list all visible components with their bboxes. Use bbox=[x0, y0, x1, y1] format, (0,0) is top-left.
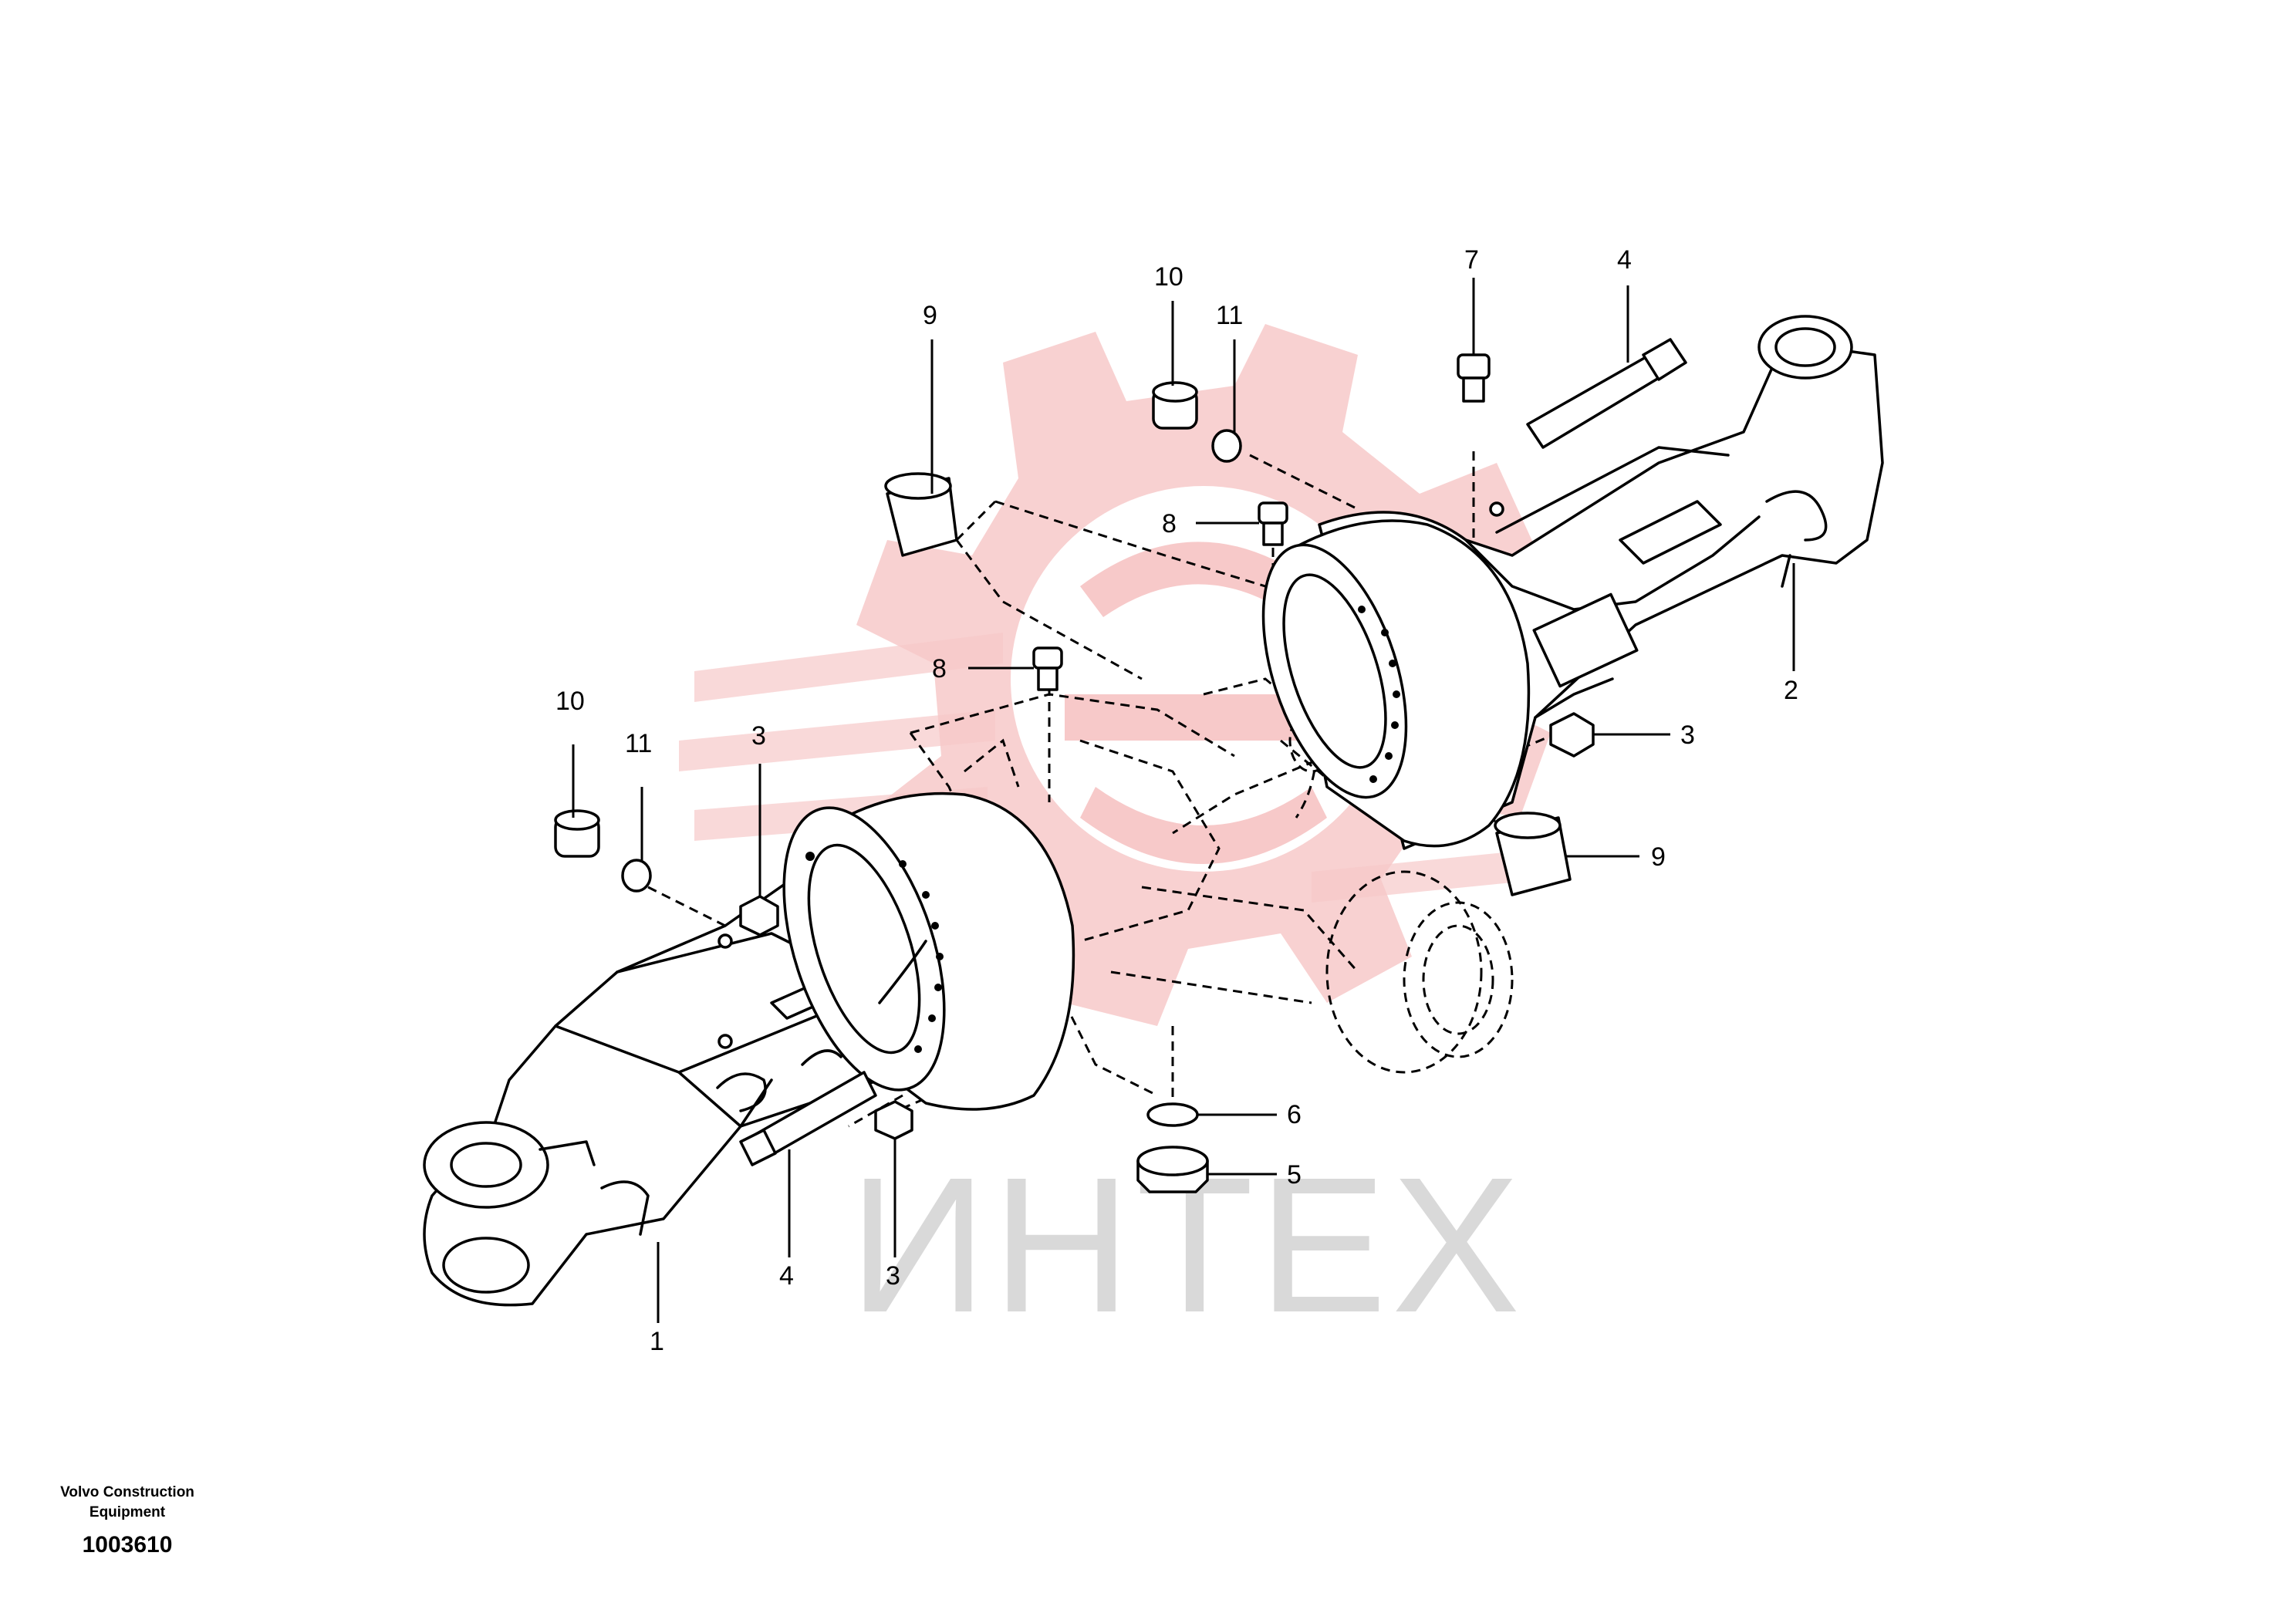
breather-8-top bbox=[1258, 501, 1288, 546]
callout-3-bottom: 3 bbox=[886, 1261, 900, 1291]
nut-right bbox=[1549, 712, 1595, 758]
footer-company-name: Volvo Construction Equipment bbox=[60, 1484, 194, 1520]
breather-8-mid bbox=[1032, 646, 1063, 691]
callout-3-left: 3 bbox=[751, 721, 766, 751]
o-ring-top bbox=[1211, 429, 1242, 463]
callout-11-left: 11 bbox=[625, 729, 652, 758]
plug-top bbox=[1152, 381, 1198, 430]
callout-6: 6 bbox=[1287, 1100, 1302, 1129]
left-hub-drum bbox=[782, 791, 1075, 1111]
nut-bottom bbox=[874, 1100, 913, 1140]
footer-drawing-number: 1003610 bbox=[82, 1532, 173, 1558]
callout-10-top: 10 bbox=[1154, 262, 1183, 292]
drain-plug-5 bbox=[1136, 1146, 1209, 1193]
right-hub-drum bbox=[1261, 519, 1531, 848]
bolt-top bbox=[1526, 338, 1687, 449]
bolt-bottom bbox=[739, 1071, 877, 1166]
bushing-top bbox=[884, 472, 958, 557]
o-ring-left bbox=[621, 859, 652, 893]
callout-8-top: 8 bbox=[1162, 509, 1177, 538]
breather-7 bbox=[1457, 353, 1491, 403]
callout-8-mid: 8 bbox=[932, 654, 947, 683]
callout-3-right: 3 bbox=[1680, 721, 1695, 750]
bushing-right bbox=[1494, 812, 1572, 896]
seal-ring-6 bbox=[1146, 1102, 1199, 1127]
callout-4-top: 4 bbox=[1617, 245, 1632, 275]
callout-4-bottom: 4 bbox=[779, 1261, 794, 1291]
plug-left bbox=[554, 809, 600, 858]
callout-labels: 9 10 11 7 4 8 2 8 3 9 10 11 3 6 5 1 4 3 bbox=[555, 245, 1798, 1356]
callout-10-left: 10 bbox=[555, 687, 585, 716]
callout-5: 5 bbox=[1287, 1160, 1302, 1190]
differential-housing-hidden bbox=[909, 500, 1514, 1097]
callout-2: 2 bbox=[1784, 676, 1798, 705]
callout-7: 7 bbox=[1464, 245, 1479, 275]
callout-leaders bbox=[572, 278, 1795, 1323]
nut-left bbox=[739, 895, 779, 937]
callout-11-top: 11 bbox=[1216, 301, 1243, 330]
callout-9-top: 9 bbox=[923, 301, 937, 330]
callout-9-right: 9 bbox=[1651, 842, 1666, 872]
callout-1: 1 bbox=[650, 1327, 664, 1356]
